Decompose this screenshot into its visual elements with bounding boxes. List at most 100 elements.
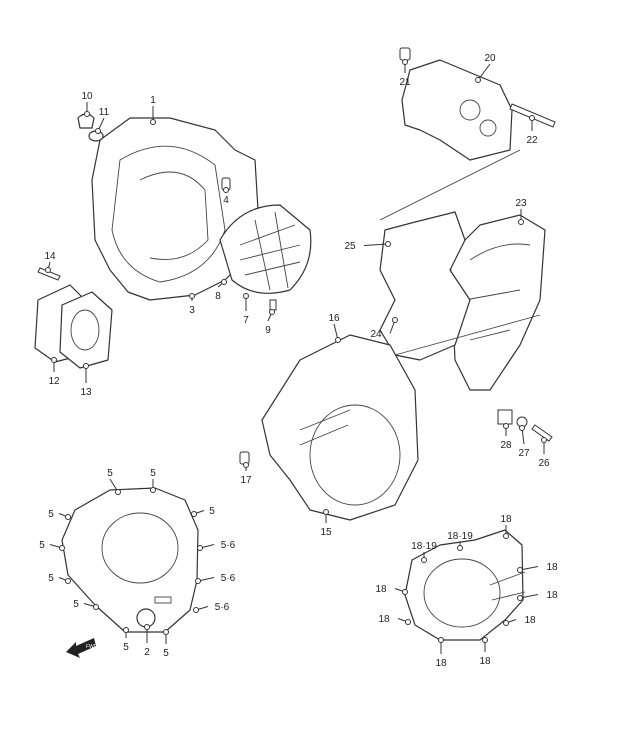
callout-labels: 1011141483791213212022232524162827261715… (39, 53, 558, 669)
callout-label: 25 (344, 241, 356, 252)
starter-cover-part (261, 334, 419, 521)
bolt-head-icon (402, 59, 408, 65)
bolt-head-icon (243, 462, 249, 468)
callout-label: 5·6 (215, 602, 230, 613)
bolt-head-icon (385, 241, 391, 247)
callout-label: 5 (73, 599, 79, 610)
bolt-head-icon (503, 423, 509, 429)
callout-label: 28 (500, 440, 512, 451)
bolt-head-icon (541, 437, 547, 443)
bolt-head-icon (65, 578, 71, 584)
callout-label: 13 (80, 387, 92, 398)
bolt-part (37, 267, 61, 281)
bolt-head-icon (163, 629, 169, 635)
bolt-head-icon (59, 545, 65, 551)
bolt-part (269, 299, 277, 311)
bolt-head-icon (335, 337, 341, 343)
bracket-part (401, 59, 513, 161)
bolt-head-icon (503, 620, 509, 626)
collar-part (399, 47, 411, 61)
bolt-head-icon (84, 111, 90, 117)
callout-label: 5 (209, 506, 215, 517)
bolt-part (531, 424, 553, 442)
bolt-head-icon (221, 279, 227, 285)
leader-line (519, 594, 539, 599)
callout-label: 3 (189, 305, 195, 316)
callout-label: 7 (243, 315, 249, 326)
callout-label: 18 (435, 658, 447, 669)
callout-label: 5 (123, 642, 129, 653)
bolt-head-icon (51, 357, 57, 363)
bolt-head-icon (223, 187, 229, 193)
callout-label: 22 (526, 135, 538, 146)
callout-label: 5 (107, 468, 113, 479)
callout-label: 12 (48, 376, 60, 387)
callout-label: 14 (44, 251, 56, 262)
callout-label: 18·19 (447, 531, 473, 542)
svg-text:FWD: FWD (86, 644, 98, 650)
bolt-head-icon (195, 578, 201, 584)
bolt-head-icon (402, 589, 408, 595)
oil-screen-part (219, 204, 312, 294)
callout-label: 18 (546, 590, 558, 601)
bolt-head-icon (438, 637, 444, 643)
bolt-head-icon (392, 317, 398, 323)
callout-label: 18·19 (411, 541, 437, 552)
dowel-pin-part (239, 451, 250, 465)
leader-line (477, 63, 491, 81)
bolt-head-icon (144, 624, 150, 630)
callout-label: 18 (524, 615, 536, 626)
bolt-head-icon (123, 627, 129, 633)
callout-label: 5 (48, 509, 54, 520)
bolt-head-icon (405, 619, 411, 625)
bolt-head-icon (115, 489, 121, 495)
callout-label: 8 (215, 291, 221, 302)
callout-label: 20 (484, 53, 496, 64)
bolt-head-icon (323, 509, 329, 515)
bolt-head-icon (95, 128, 101, 134)
bolt-head-icon (475, 77, 481, 83)
bolt-head-icon (457, 545, 463, 551)
bolt-head-icon (193, 607, 199, 613)
bolt-head-icon (189, 293, 195, 299)
callout-label: 18 (546, 562, 558, 573)
callout-label: 5 (39, 540, 45, 551)
callout-label: 23 (515, 198, 527, 209)
bolt-head-icon (421, 557, 427, 563)
bolt-head-icon (83, 363, 89, 369)
callout-label: 18 (479, 656, 491, 667)
bolt-head-icon (529, 115, 535, 121)
callout-label: 27 (518, 448, 530, 459)
generator-cover-part (449, 214, 546, 391)
fwd-arrow-icon: FWD (66, 638, 98, 658)
callout-label: 5 (150, 468, 156, 479)
leader-line (519, 566, 539, 571)
bolt-head-icon (197, 545, 203, 551)
callout-label: 11 (99, 107, 110, 118)
bolt-head-icon (519, 425, 525, 431)
callout-label: 15 (320, 527, 332, 538)
callout-label: 21 (399, 77, 411, 88)
callout-label: 5·6 (221, 540, 236, 551)
callout-label: 2 (144, 647, 150, 658)
callout-label: 9 (265, 325, 271, 336)
callout-label: 10 (81, 91, 93, 102)
bolt-head-icon (65, 514, 71, 520)
callout-label: 18 (378, 614, 390, 625)
bolt-head-icon (150, 487, 156, 493)
bolt-head-icon (150, 119, 156, 125)
callout-label: 4 (223, 195, 229, 206)
callout-label: 16 (328, 313, 340, 324)
callout-label: 5 (48, 573, 54, 584)
bolt-head-icon (269, 309, 275, 315)
bolt-head-icon (518, 219, 524, 225)
bolt-head-icon (517, 567, 523, 573)
generator-outer-cover-part (404, 529, 526, 641)
bolt-head-icon (482, 637, 488, 643)
callout-label: 18 (500, 514, 512, 525)
bolt-head-icon (191, 511, 197, 517)
callout-label: 5·6 (221, 573, 236, 584)
callout-label: 26 (538, 458, 550, 469)
